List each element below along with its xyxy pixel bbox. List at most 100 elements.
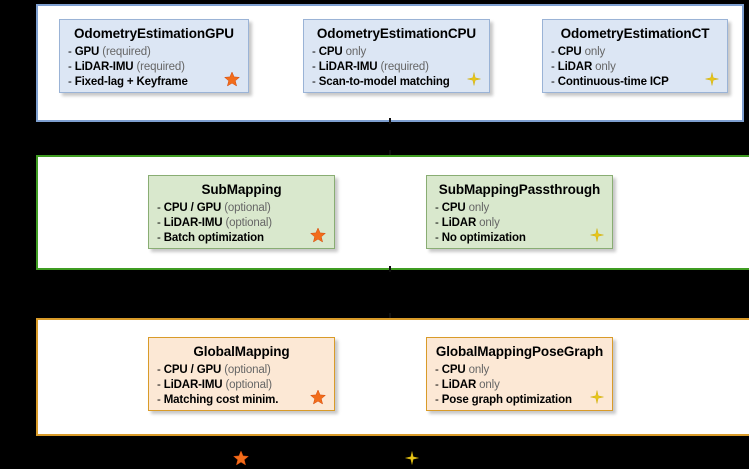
odometry-group: OdometryEstimationGPU - GPU (required) -… (36, 4, 744, 122)
connector-submapping-to-globalmapping (389, 266, 391, 272)
spec-line: - GPU (required) (68, 45, 248, 60)
module-spec-list: - CPU / GPU (optional) - LiDAR-IMU (opti… (149, 201, 334, 246)
module-odometry-estimation-cpu[interactable]: OdometryEstimationCPU - CPU only - LiDAR… (303, 19, 490, 93)
bullet-dash: - (68, 61, 75, 73)
bullet-dash: - (312, 46, 319, 58)
spec-strong: Pose graph optimization (441, 394, 572, 406)
module-title: GlobalMapping (193, 344, 290, 359)
spec-line: - LiDAR only (435, 378, 612, 393)
spec-line: - LiDAR only (551, 60, 727, 75)
legend-star-entry (233, 450, 253, 466)
module-title: SubMappingPassthrough (438, 182, 601, 197)
spec-line: - CPU / GPU (optional) (157, 363, 334, 378)
module-submapping-passthrough[interactable]: SubMappingPassthrough - CPU only - LiDAR… (426, 175, 613, 249)
bullet-dash: - (157, 379, 164, 391)
spec-weak: (optional) (225, 217, 272, 229)
bullet-dash: - (435, 217, 442, 229)
spec-weak: (required) (136, 61, 185, 73)
bullet-dash: - (157, 217, 164, 229)
spec-line: - Batch optimization (157, 231, 334, 246)
connector-submapping-top-stub (389, 150, 391, 157)
spec-strong: Scan-to-model matching (318, 76, 450, 88)
spec-weak: (required) (102, 46, 151, 58)
spec-line: - CPU / GPU (optional) (157, 201, 334, 216)
spec-strong: Matching cost minim. (163, 394, 279, 406)
spec-line: - CPU only (551, 45, 727, 60)
bullet-dash: - (435, 379, 442, 391)
module-spec-list: - CPU only - LiDAR only - Pose graph opt… (427, 363, 612, 408)
spec-line: - Scan-to-model matching (312, 75, 489, 90)
spec-line: - No optimization (435, 231, 612, 246)
spec-line: - LiDAR only (435, 216, 612, 231)
spec-weak: (optional) (224, 202, 271, 214)
spec-weak: only (468, 202, 490, 214)
module-spec-list: - CPU only - LiDAR only - No optimizatio… (427, 201, 612, 246)
bullet-dash: - (435, 202, 442, 214)
spec-strong: GPU (74, 46, 100, 58)
spec-strong: LiDAR-IMU (163, 379, 223, 391)
bullet-dash: - (157, 394, 164, 406)
spec-strong: CPU (557, 46, 582, 58)
spec-line: - LiDAR-IMU (optional) (157, 378, 334, 393)
module-global-mapping-pose-graph[interactable]: GlobalMappingPoseGraph - CPU only - LiDA… (426, 337, 613, 411)
module-global-mapping[interactable]: GlobalMapping - CPU / GPU (optional) - L… (148, 337, 335, 411)
spec-weak: only (479, 379, 500, 391)
module-odometry-estimation-gpu[interactable]: OdometryEstimationGPU - GPU (required) -… (59, 19, 249, 93)
bullet-dash: - (435, 232, 442, 244)
module-submapping[interactable]: SubMapping - CPU / GPU (optional) - LiDA… (148, 175, 335, 249)
spec-line: - CPU only (435, 201, 612, 216)
bullet-dash: - (551, 61, 558, 73)
module-title: GlobalMappingPoseGraph (435, 344, 604, 359)
connector-globalmapping-top-stub (389, 313, 391, 320)
spec-weak: only (479, 217, 500, 229)
spec-line: - CPU only (312, 45, 489, 60)
spec-strong: LiDAR (441, 379, 477, 391)
spec-strong: LiDAR-IMU (163, 217, 223, 229)
bullet-dash: - (551, 76, 558, 88)
module-spec-list: - GPU (required) - LiDAR-IMU (required) … (60, 45, 248, 90)
spec-strong: CPU (318, 46, 343, 58)
spec-weak: (required) (380, 61, 429, 73)
spec-weak: only (595, 61, 616, 73)
module-spec-list: - CPU / GPU (optional) - LiDAR-IMU (opti… (149, 363, 334, 408)
bullet-dash: - (435, 364, 442, 376)
star-icon (233, 450, 249, 466)
module-odometry-estimation-ct[interactable]: OdometryEstimationCT - CPU only - LiDAR … (542, 19, 728, 93)
spec-strong: Continuous-time ICP (557, 76, 669, 88)
spec-line: - LiDAR-IMU (required) (312, 60, 489, 75)
spec-line: - Pose graph optimization (435, 393, 612, 408)
legend-sparkle-entry (404, 450, 424, 466)
spec-line: - LiDAR-IMU (optional) (157, 216, 334, 231)
spec-weak: only (584, 46, 606, 58)
spec-weak: (optional) (224, 364, 271, 376)
bullet-dash: - (157, 232, 164, 244)
spec-strong: LiDAR (441, 217, 477, 229)
bullet-dash: - (68, 76, 75, 88)
module-spec-list: - CPU only - LiDAR-IMU (required) - Scan… (304, 45, 489, 90)
spec-strong: LiDAR (557, 61, 593, 73)
spec-strong: LiDAR-IMU (318, 61, 378, 73)
spec-weak: (optional) (225, 379, 272, 391)
spec-line: - Matching cost minim. (157, 393, 334, 408)
bullet-dash: - (157, 364, 164, 376)
bullet-dash: - (435, 394, 442, 406)
spec-strong: CPU (441, 364, 466, 376)
bullet-dash: - (312, 76, 319, 88)
spec-line: - Fixed-lag + Keyframe (68, 75, 248, 90)
spec-strong: CPU (441, 202, 466, 214)
sparkle-icon (404, 450, 420, 466)
bullet-dash: - (157, 202, 164, 214)
spec-weak: only (345, 46, 367, 58)
spec-line: - Continuous-time ICP (551, 75, 727, 90)
module-title: SubMapping (201, 182, 282, 197)
spec-strong: LiDAR-IMU (74, 61, 134, 73)
globalmapping-group: GlobalMapping - CPU / GPU (optional) - L… (36, 318, 749, 436)
bullet-dash: - (312, 61, 319, 73)
connector-odometry-to-submapping (389, 118, 391, 124)
spec-strong: CPU / GPU (163, 364, 222, 376)
module-title: OdometryEstimationGPU (74, 26, 234, 41)
module-title: OdometryEstimationCPU (316, 26, 477, 41)
spec-weak: only (468, 364, 490, 376)
spec-strong: CPU / GPU (163, 202, 222, 214)
